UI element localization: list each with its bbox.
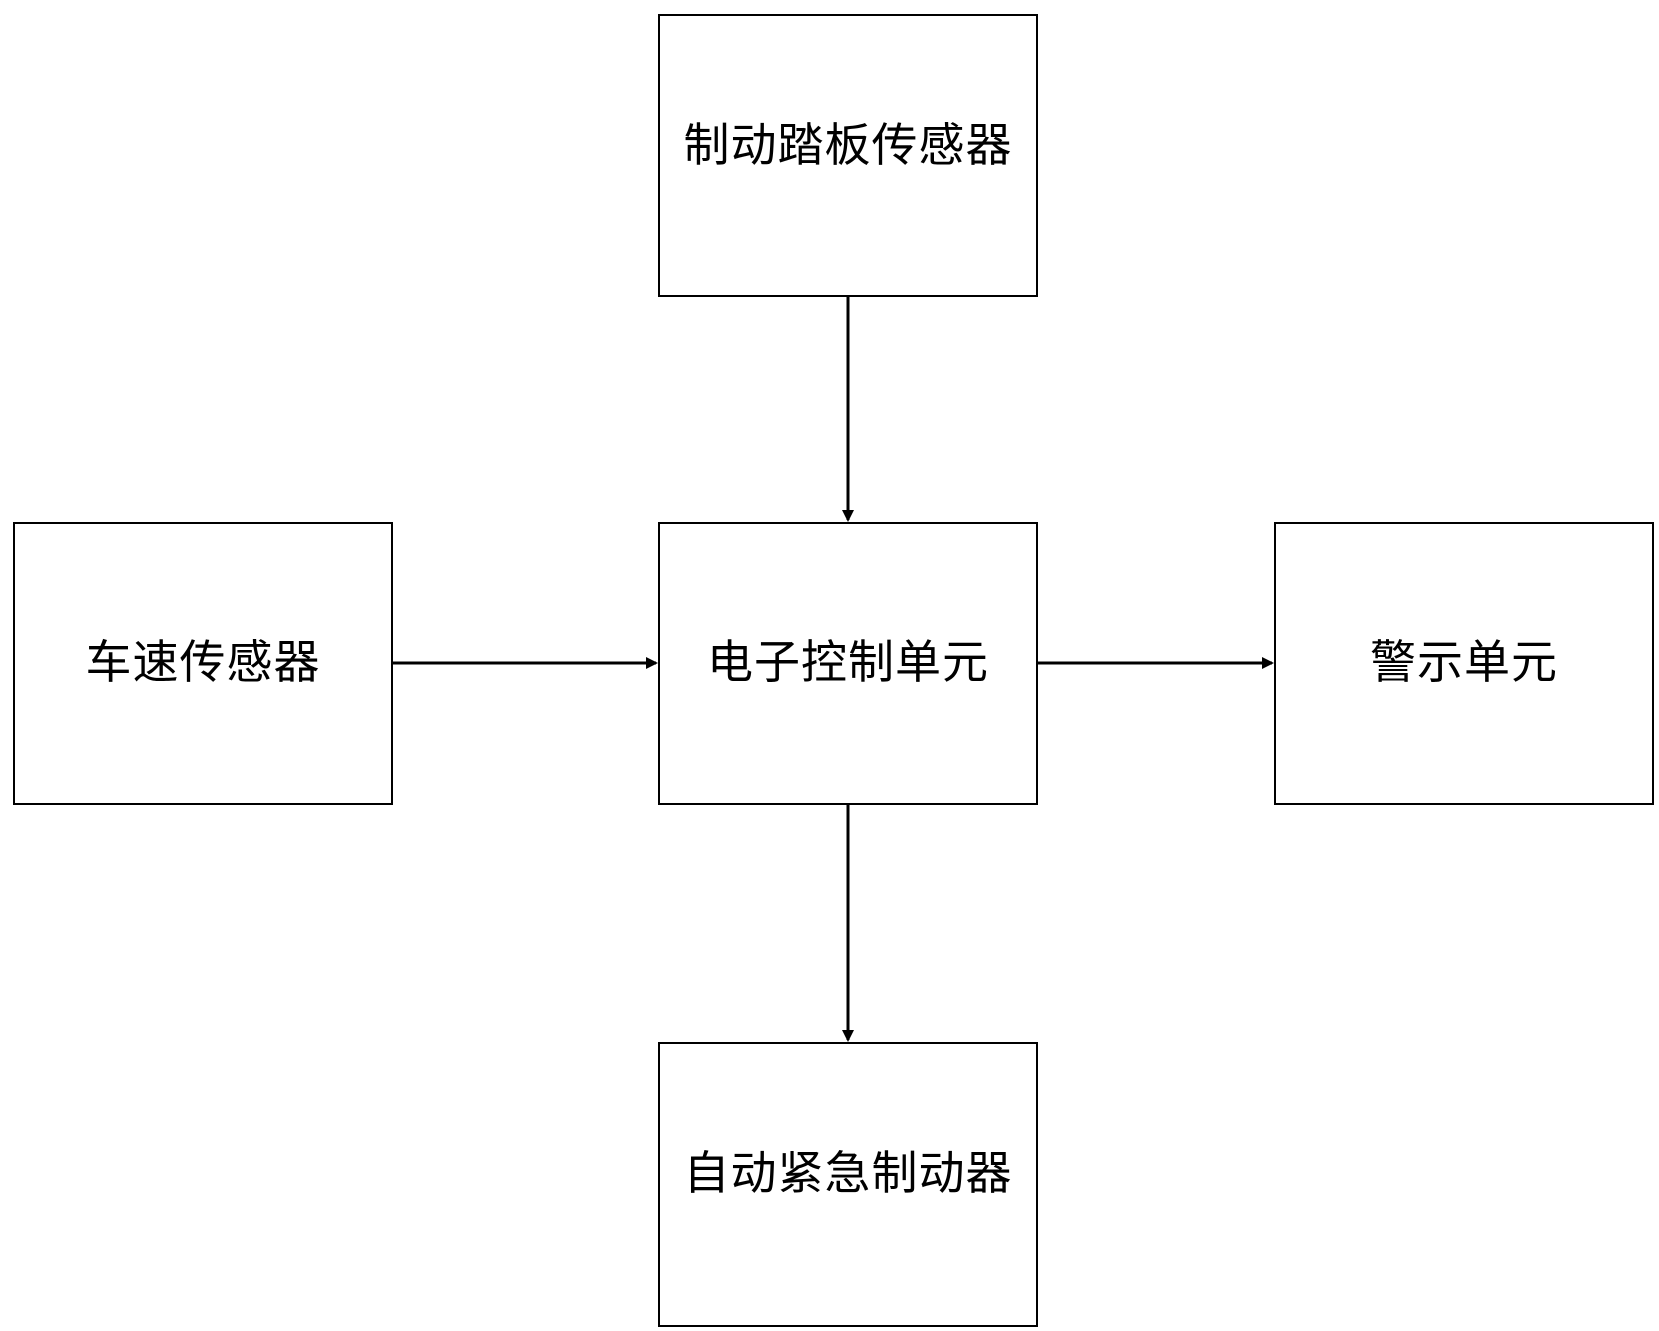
vehicle-speed-sensor-block: 车速传感器 (13, 522, 393, 805)
warning-unit-block: 警示单元 (1274, 522, 1654, 805)
brake-pedal-sensor-label: 制动踏板传感器 (683, 117, 1013, 172)
automatic-emergency-brake-label: 自动紧急制动器 (683, 1145, 1013, 1200)
vehicle-speed-sensor-label: 车速传感器 (85, 634, 321, 689)
automatic-emergency-brake-block: 自动紧急制动器 (658, 1042, 1038, 1327)
electronic-control-unit-label: 电子控制单元 (707, 634, 989, 689)
brake-pedal-sensor-block: 制动踏板传感器 (658, 14, 1038, 297)
warning-unit-label: 警示单元 (1370, 634, 1558, 689)
electronic-control-unit-block: 电子控制单元 (658, 522, 1038, 805)
